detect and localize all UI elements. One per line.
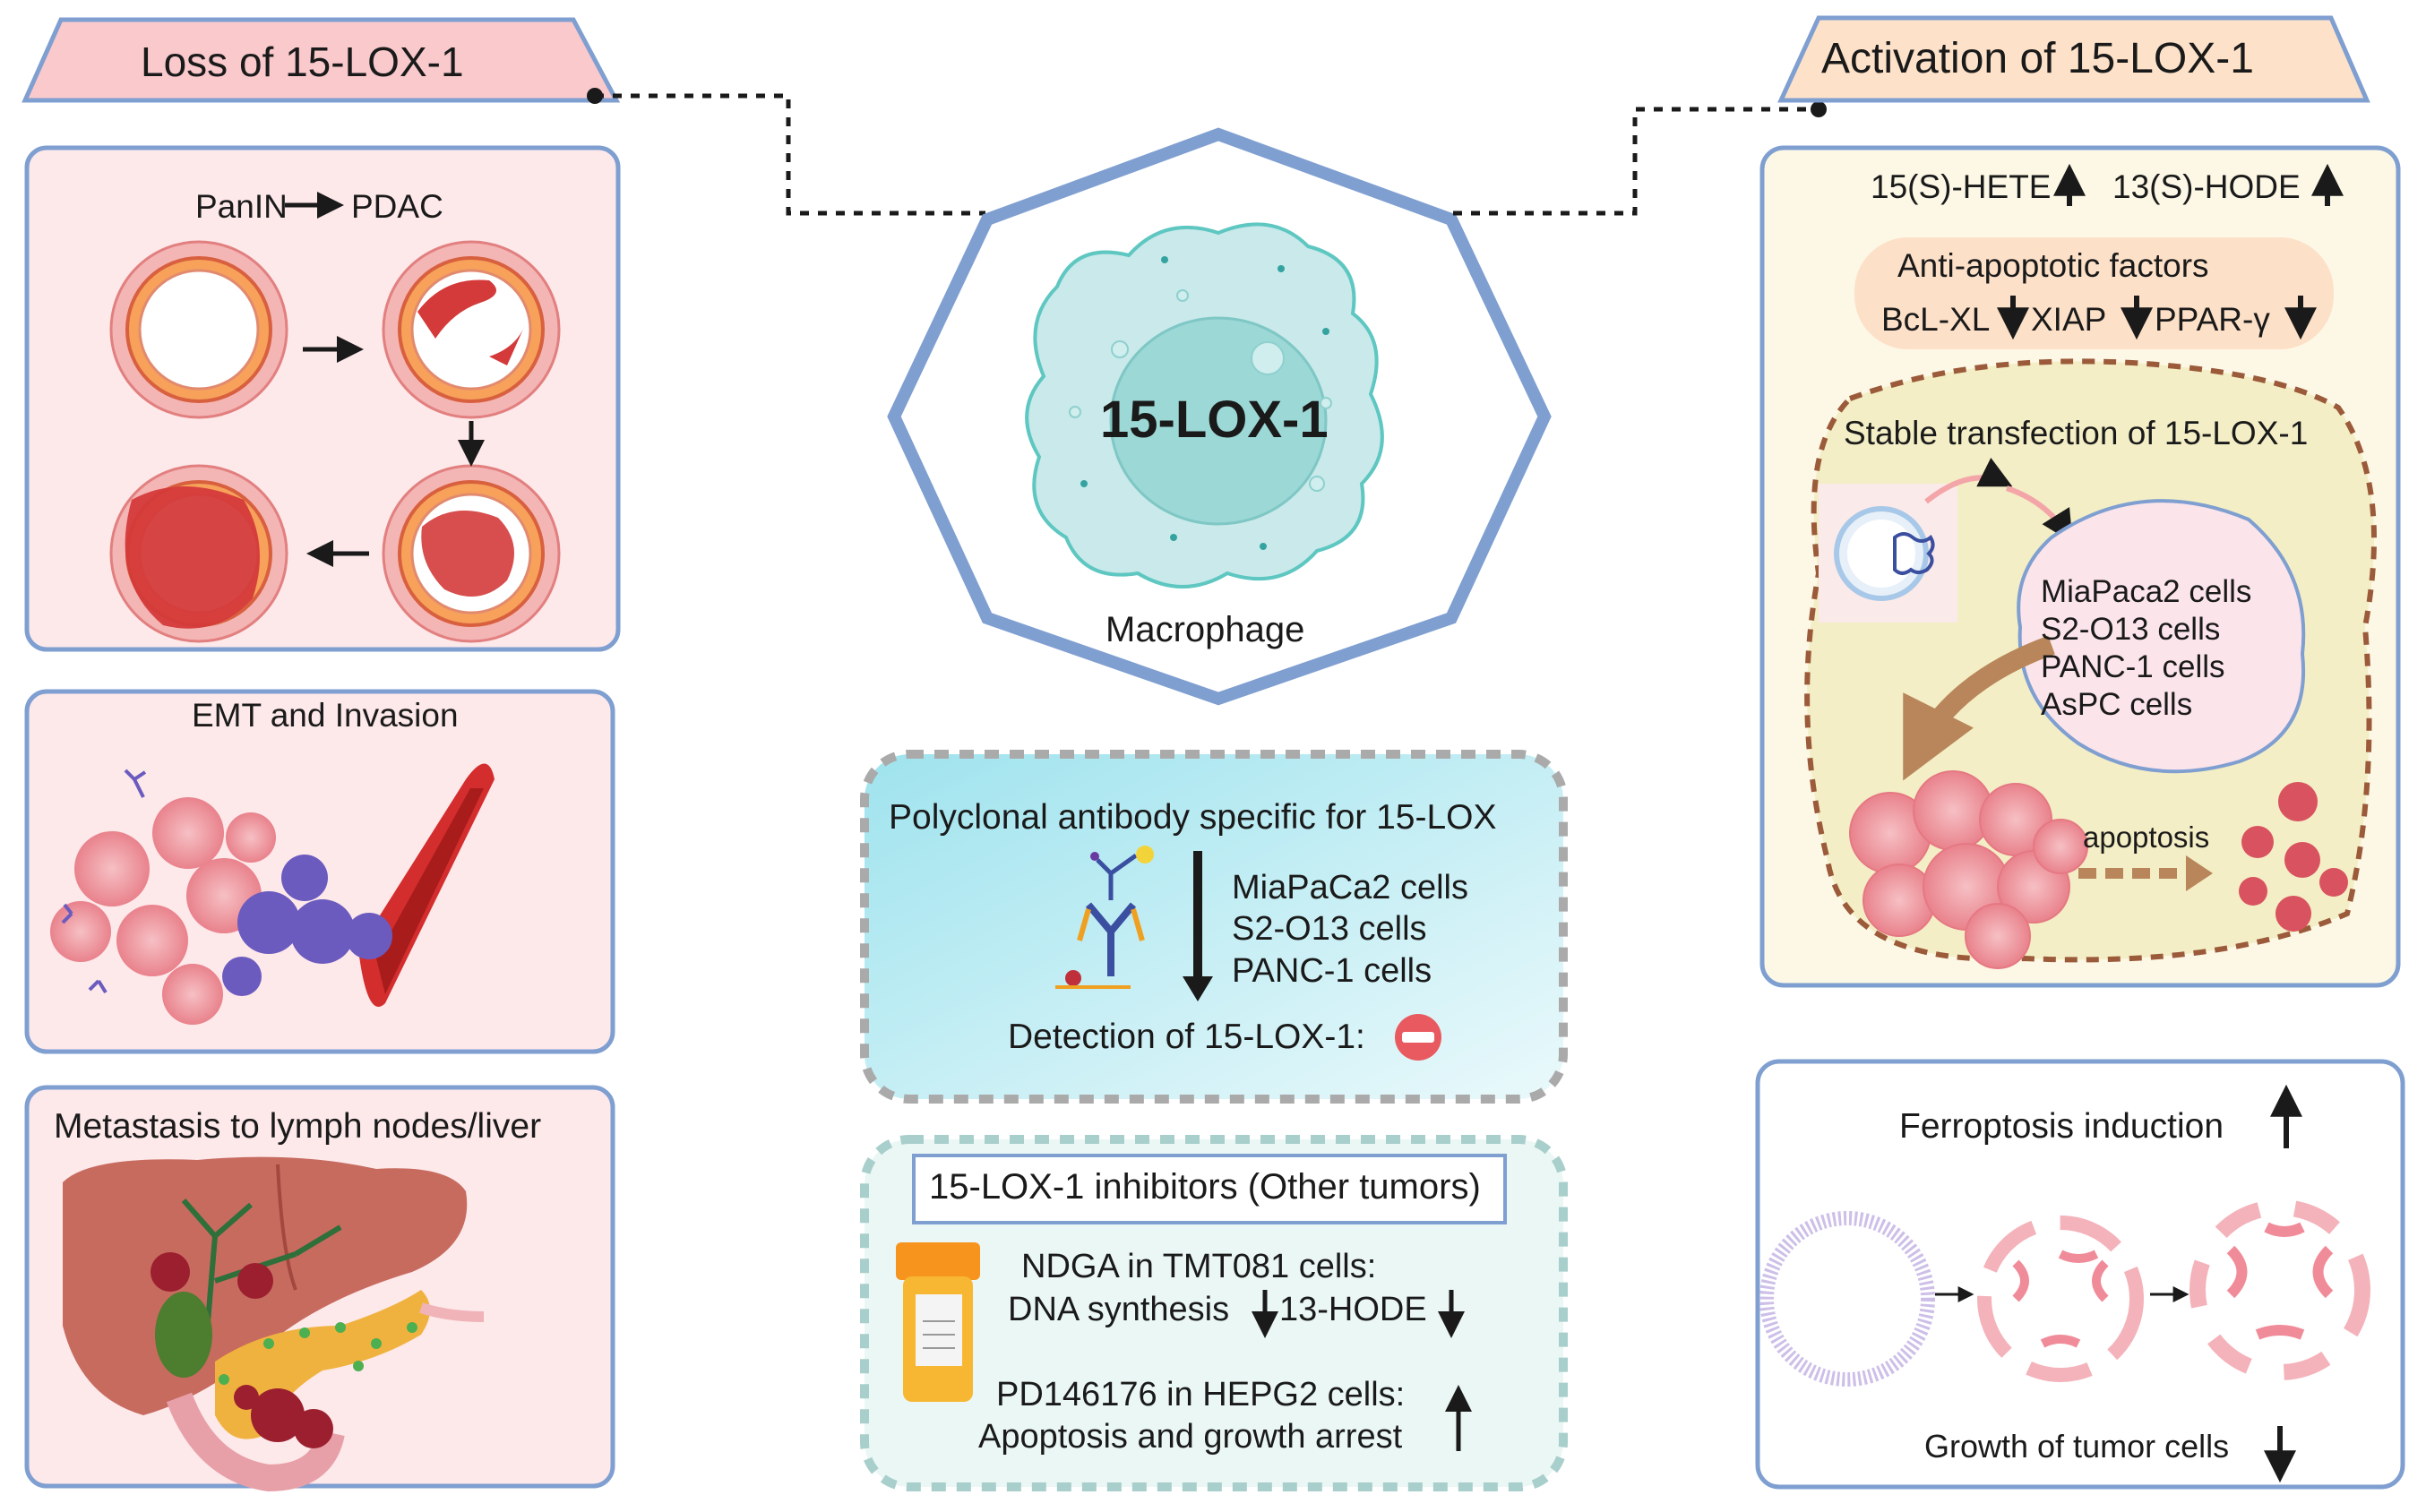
- antibody-panel-shape: [860, 750, 1568, 1104]
- loss-banner-shape: [22, 17, 621, 103]
- pdac-label: PDAC: [351, 188, 443, 225]
- antibody-cell-line-2: S2-O13 cells: [1232, 910, 1427, 948]
- inhibitors-title: 15-LOX-1 inhibitors (Other tumors): [929, 1167, 1481, 1207]
- transfected-cell-3: PANC-1 cells: [2041, 649, 2225, 684]
- antibody-cell-line-1: MiaPaCa2 cells: [1232, 869, 1468, 906]
- macrophage-15lox1-label: 15-LOX-1: [1100, 391, 1329, 449]
- pill-bottle-icon: [896, 1242, 980, 1402]
- emt-title: EMT and Invasion: [192, 697, 459, 734]
- plasmid-icon: [1819, 484, 1957, 623]
- liver-pancreas-illustration: [63, 1156, 485, 1492]
- growth-label: Growth of tumor cells: [1924, 1428, 2230, 1465]
- ndga-13hode: 13-HODE: [1279, 1291, 1427, 1328]
- pd-line-2: Apoptosis and growth arrest: [978, 1418, 1403, 1456]
- hete-label: 15(S)-HETE: [1871, 168, 2052, 205]
- activation-banner-shape: [1777, 15, 2370, 103]
- ferroptosis-panel-shape: [1755, 1059, 2405, 1490]
- right-connector: [1453, 107, 1819, 216]
- antibody-illustration: [1055, 846, 1154, 989]
- anti-apoptotic-pill: [1854, 237, 2334, 349]
- emt-invasion-illustration: [50, 763, 495, 1025]
- metastasis-title: Metastasis to lymph nodes/liver: [54, 1107, 542, 1146]
- transfected-cell-1: MiaPaca2 cells: [2041, 574, 2252, 609]
- ferroptosis-label: Ferroptosis induction: [1899, 1107, 2224, 1146]
- macrophage-cell: [1025, 222, 1384, 588]
- apoptosis-label: apoptosis: [2083, 820, 2210, 854]
- ndga-line-1: NDGA in TMT081 cells:: [1021, 1248, 1377, 1285]
- hode-label: 13(S)-HODE: [2112, 168, 2301, 205]
- loss-banner-title: Loss of 15-LOX-1: [141, 39, 464, 85]
- detection-label: Detection of 15-LOX-1:: [1008, 1018, 1365, 1056]
- pd-line-1: PD146176 in HEPG2 cells:: [996, 1376, 1406, 1413]
- antibody-cell-line-3: PANC-1 cells: [1232, 952, 1432, 990]
- bcl-label: BcL-XL: [1881, 301, 1991, 338]
- tumor-cluster-illustration: [1849, 770, 2088, 969]
- panin-progression-illustration: [109, 192, 561, 643]
- anti-apoptotic-title: Anti-apoptotic factors: [1897, 247, 2209, 284]
- transfected-cell-2: S2-O13 cells: [2041, 612, 2221, 647]
- cell-lines-shape: [2017, 499, 2306, 774]
- apoptotic-cells-illustration: [2239, 782, 2348, 932]
- membrane-rupture-illustration: [1759, 1199, 2370, 1387]
- ndga-dna-synthesis: DNA synthesis: [1008, 1291, 1230, 1328]
- activation-banner-title: Activation of 15-LOX-1: [1821, 35, 2254, 82]
- inhibitors-title-box: [912, 1154, 1507, 1224]
- macrophage-label: Macrophage: [1105, 610, 1305, 649]
- no-entry-icon: [1395, 1014, 1441, 1061]
- transfection-title: Stable transfection of 15-LOX-1: [1844, 415, 2309, 451]
- inhibitors-panel-shape: [860, 1135, 1568, 1491]
- panin-label: PanIN: [195, 188, 288, 225]
- ppar-label: PPAR-γ: [2155, 301, 2270, 338]
- xiap-label: XIAP: [2031, 301, 2107, 338]
- left-connector: [595, 93, 985, 216]
- transfected-cell-4: AsPC cells: [2041, 687, 2193, 722]
- antibody-title: Polyclonal antibody specific for 15-LOX: [889, 798, 1497, 837]
